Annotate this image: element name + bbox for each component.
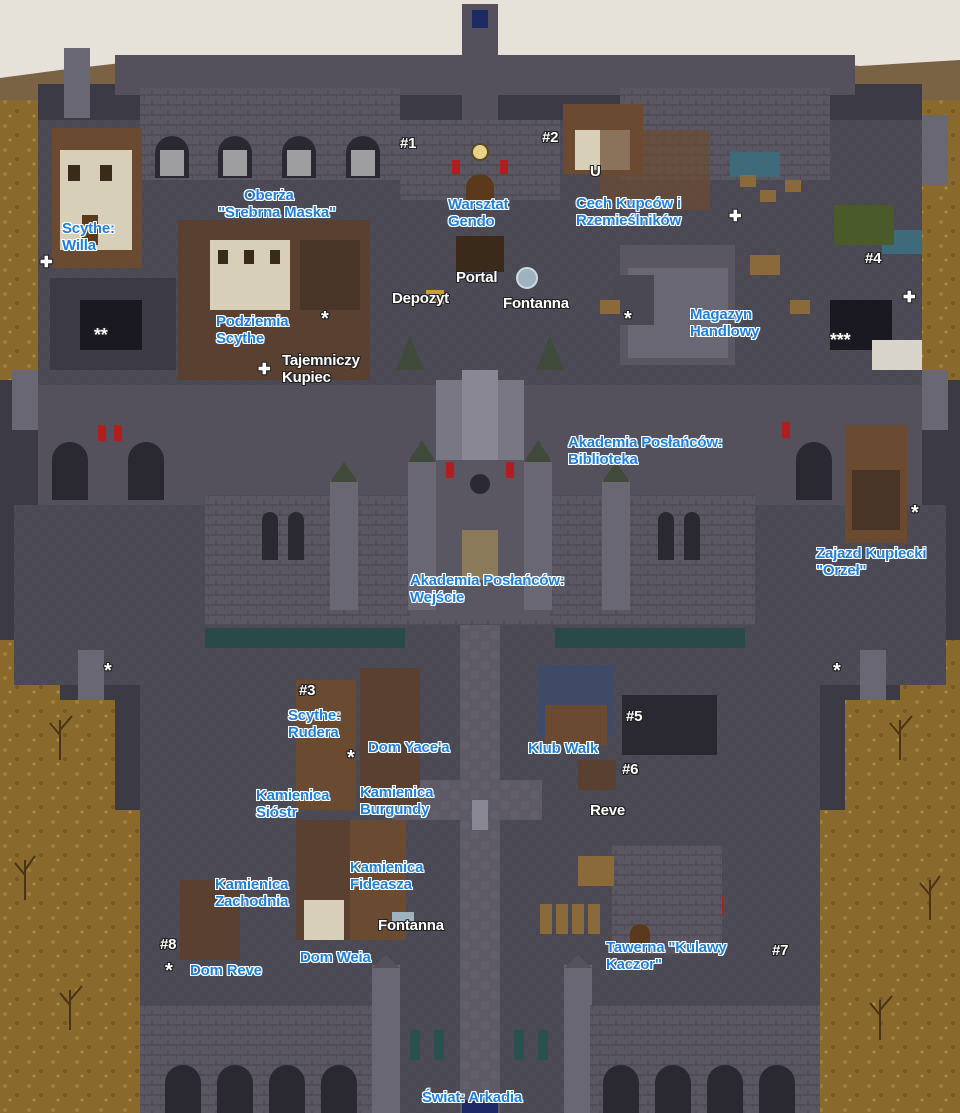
label-line: Magazyn: [690, 306, 752, 323]
label-line: Zajazd Kupiecki: [816, 545, 927, 562]
marker-plus[interactable]: ✚: [258, 361, 271, 378]
label-line: Dom Yace'a: [368, 739, 450, 756]
marker-triple-star[interactable]: ***: [830, 330, 851, 350]
label-line: Scythe: [216, 330, 264, 347]
label-burgundy[interactable]: Kamienica Burgundy: [360, 784, 433, 818]
label-line: Handlowy: [690, 323, 760, 340]
marker-1[interactable]: #1: [400, 135, 417, 152]
label-fideasza[interactable]: Kamienica Fideasza: [350, 859, 423, 893]
label-line: Kaczor": [606, 956, 662, 973]
label-line: U: [590, 163, 601, 180]
label-siostr[interactable]: Kamienica Sióstr: [256, 787, 329, 821]
label-line: Dom Reve: [190, 962, 262, 979]
marker-star[interactable]: *: [165, 960, 173, 982]
label-line: Fideasza: [350, 876, 412, 893]
label-line: Rudera: [288, 724, 339, 741]
label-portal[interactable]: Portal: [456, 269, 498, 286]
label-line: Sióstr: [256, 804, 298, 821]
marker-star[interactable]: *: [321, 308, 329, 330]
label-line: "Orzeł": [816, 562, 867, 579]
label-line: Biblioteka: [568, 451, 638, 468]
label-line: Kamienica: [256, 787, 330, 804]
label-line: Akademia Posłańców:: [410, 572, 565, 589]
label-line: Oberża: [244, 187, 294, 204]
marker-5[interactable]: #5: [626, 708, 643, 725]
label-line: "Srebrna Maska": [218, 204, 336, 221]
label-wejscie[interactable]: Akademia Posłańców: Wejście: [410, 572, 565, 606]
label-tawerna[interactable]: Tawerna "Kulawy Kaczor": [606, 939, 727, 973]
label-line: Rzemieślników: [576, 212, 681, 229]
marker-plus[interactable]: ✚: [903, 289, 916, 306]
marker-plus[interactable]: ✚: [40, 254, 53, 271]
label-line: Warsztat: [448, 196, 509, 213]
label-tajemniczy[interactable]: Tajemniczy Kupiec: [282, 352, 360, 386]
label-u[interactable]: U: [590, 163, 601, 180]
label-line: Podziemia: [216, 313, 289, 330]
marker-double-star[interactable]: **: [94, 325, 108, 345]
label-line: Kupiec: [282, 369, 331, 386]
label-dom-weia[interactable]: Dom Weia: [300, 949, 371, 966]
label-line: Wejście: [410, 589, 465, 606]
label-line: Portal: [456, 269, 498, 286]
marker-6[interactable]: #6: [622, 761, 639, 778]
label-line: Zachodnia: [215, 893, 289, 910]
label-line: Burgundy: [360, 801, 430, 818]
marker-star[interactable]: *: [911, 502, 919, 524]
label-line: Scythe:: [288, 707, 341, 724]
label-depozyt[interactable]: Depozyt: [392, 290, 449, 307]
label-line: Kamienica: [350, 859, 424, 876]
marker-7[interactable]: #7: [772, 942, 789, 959]
label-line: Gendo: [448, 213, 495, 230]
label-podziemia[interactable]: Podziemia Scythe: [216, 313, 289, 347]
marker-8[interactable]: #8: [160, 936, 177, 953]
label-line: Tajemniczy: [282, 352, 360, 369]
label-klub[interactable]: Klub Walk: [528, 740, 598, 757]
label-line: Dom Weia: [300, 949, 371, 966]
label-dom-reve[interactable]: Dom Reve: [190, 962, 262, 979]
label-zajazd[interactable]: Zajazd Kupiecki "Orzeł": [816, 545, 927, 579]
label-line: Fontanna: [503, 295, 569, 312]
label-swiat[interactable]: Świat: Arkadia: [422, 1089, 522, 1106]
label-oberza[interactable]: Oberża "Srebrna Maska": [218, 187, 336, 221]
label-line: Tawerna "Kulawy: [606, 939, 727, 956]
label-line: Cech Kupców i: [576, 195, 681, 212]
label-magazyn[interactable]: Magazyn Handlowy: [690, 306, 759, 340]
label-line: Kamienica: [215, 876, 289, 893]
label-line: Kamienica: [360, 784, 434, 801]
marker-4[interactable]: #4: [865, 250, 882, 267]
label-dom-yace[interactable]: Dom Yace'a: [368, 739, 450, 756]
label-line: Akademia Posłańców:: [568, 434, 723, 451]
label-line: Depozyt: [392, 290, 449, 307]
marker-star[interactable]: *: [833, 660, 841, 682]
label-warsztat[interactable]: Warsztat Gendo: [448, 196, 509, 230]
label-rudera[interactable]: Scythe: Rudera: [288, 707, 341, 741]
marker-2[interactable]: #2: [542, 129, 559, 146]
label-line: Świat: Arkadia: [422, 1089, 523, 1106]
label-line: Willa: [62, 237, 96, 254]
label-line: Klub Walk: [528, 740, 599, 757]
marker-star[interactable]: *: [104, 660, 112, 682]
label-zachodnia[interactable]: Kamienica Zachodnia: [215, 876, 288, 910]
label-line: Reve: [590, 802, 626, 819]
marker-star[interactable]: *: [347, 747, 355, 769]
label-scythe-willa[interactable]: Scythe: Willa: [62, 220, 115, 254]
marker-star[interactable]: *: [624, 308, 632, 330]
label-reve[interactable]: Reve: [590, 802, 625, 819]
marker-plus[interactable]: ✚: [729, 208, 742, 225]
label-fontanna-bottom[interactable]: Fontanna: [378, 917, 444, 934]
label-fontanna-top[interactable]: Fontanna: [503, 295, 569, 312]
marker-3[interactable]: #3: [299, 682, 316, 699]
label-biblioteka[interactable]: Akademia Posłańców: Biblioteka: [568, 434, 723, 468]
label-line: Fontanna: [378, 917, 444, 934]
label-line: Scythe:: [62, 220, 115, 237]
label-cech[interactable]: Cech Kupców i Rzemieślników: [576, 195, 681, 229]
